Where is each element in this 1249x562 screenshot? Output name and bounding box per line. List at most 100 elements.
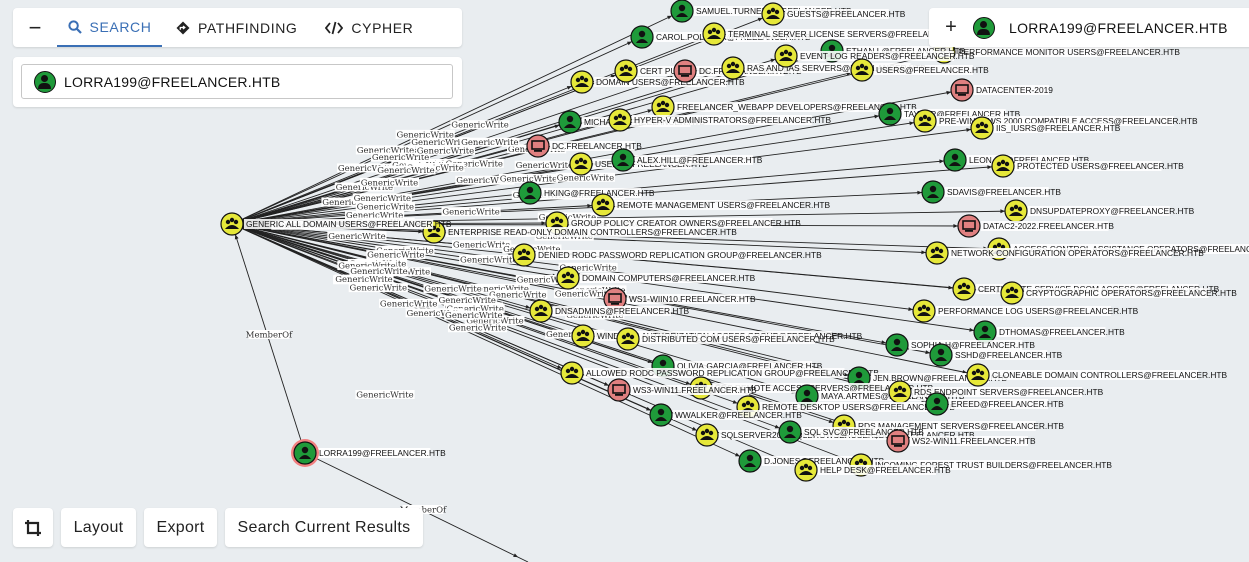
- edge-label-bg: [459, 254, 519, 264]
- graph-node[interactable]: RAS AND IAS SERVERS@FREELANCER.HTB: [721, 56, 926, 80]
- edge-label-text: GenericWrite: [367, 251, 424, 261]
- node-label-bg: [956, 47, 1150, 57]
- graph-node[interactable]: PERFORMANCE LOG USERS@FREELANCER.HTB: [912, 299, 1139, 323]
- edge-label-memberof: MemberOf: [246, 330, 293, 341]
- node-label-bg: [936, 306, 1111, 316]
- graph-node[interactable]: PROTECTED USERS@FREELANCER.HTB: [991, 154, 1184, 178]
- graph-node[interactable]: WS3-WIN11.FREELANCER.HTB: [607, 378, 757, 402]
- edge-arrowhead: [828, 419, 834, 423]
- node-circle: [721, 56, 745, 80]
- node-label-bg: [1015, 161, 1162, 171]
- edge-label-genericwrite: GenericWrite: [327, 231, 387, 242]
- graph-node[interactable]: TERMINAL SERVER LICENSE SERVERS@FREELANC…: [702, 22, 971, 46]
- graph-node[interactable]: SOPHIA.H@FREELANCER.HTB: [885, 333, 1035, 357]
- graph-node[interactable]: WWALKER@FREELANCER.HTB: [649, 403, 802, 427]
- edge-label-genericwrite: GenericWrite: [349, 266, 409, 277]
- graph-node[interactable]: IIS_IUSRS@FREELANCER.HTB: [970, 116, 1121, 140]
- edge-arrowhead: [908, 307, 914, 311]
- node-label-bg: [874, 65, 973, 75]
- edge-label-text: GenericWrite: [417, 146, 474, 156]
- edge-label-bg: [345, 210, 405, 220]
- node-circle: [220, 212, 244, 236]
- graph-node[interactable]: DATACENTER-2019: [950, 78, 1053, 102]
- graph-node[interactable]: ALLOWED RODC PASSWORD REPLICATION GROUP@…: [560, 361, 879, 385]
- edge-label-text: GenericWrite: [354, 194, 411, 204]
- graph-node[interactable]: SDAVIS@FREELANCER.HTB: [921, 180, 1061, 204]
- export-button[interactable]: Export: [144, 508, 217, 547]
- graph-node[interactable]: DNSADMINS@FREELANCER.HTB: [529, 299, 690, 323]
- graph-node[interactable]: NETWORK CONFIGURATION OPERATORS@FREELANC…: [925, 241, 1204, 265]
- edge-arrowhead: [757, 17, 763, 22]
- tab-search[interactable]: SEARCH: [57, 8, 162, 47]
- node-label: DNSADMINS@FREELANCER.HTB: [555, 306, 690, 316]
- node-label: GUESTS@FREELANCER.HTB: [787, 9, 906, 19]
- edge-label-bg: [444, 310, 504, 320]
- edge-arrowhead: [843, 372, 849, 377]
- node-label: RDS MANAGEMENT SERVERS@FREELANCER.HTB: [858, 421, 1064, 431]
- edge-label-bg: [248, 330, 290, 339]
- edge-arrowhead: [566, 86, 572, 90]
- edge-arrowhead: [966, 128, 972, 132]
- search-input-value: LORRA199@FREELANCER.HTB: [64, 73, 281, 90]
- graph-node[interactable]: ALEX.HILL@FREELANCER.HTB: [611, 148, 763, 172]
- minus-icon[interactable]: −: [28, 14, 42, 40]
- graph-node[interactable]: EVENT LOG READERS@FREELANCER.HTB: [774, 44, 975, 68]
- tab-cypher[interactable]: CYPHER: [311, 8, 427, 47]
- graph-node[interactable]: WS2-WIN11.FREELANCER.HTB: [886, 429, 1036, 453]
- graph-node[interactable]: HELP DESK@FREELANCER.HTB: [794, 458, 951, 482]
- graph-node[interactable]: CLONEABLE DOMAIN CONTROLLERS@FREELANCER.…: [966, 363, 1228, 387]
- graph-node[interactable]: DENIED RODC PASSWORD REPLICATION GROUP@F…: [512, 243, 822, 267]
- graph-node[interactable]: DC.FREELANCER.HTB: [526, 134, 642, 158]
- graph-node[interactable]: HYPER-V ADMINISTRATORS@FREELANCER.HTB: [608, 108, 832, 132]
- group-icon: [613, 113, 627, 125]
- node-label: RDS ENDPOINT SERVERS@FREELANCER.HTB: [914, 387, 1104, 397]
- node-layer: SAMUEL.TURNER@FREELANCER.HTBGUESTS@FREEL…: [220, 0, 1249, 482]
- edge-label-text: GenericWrite: [451, 121, 508, 131]
- edge-label-bg: [415, 145, 476, 155]
- graph-node[interactable]: TAYLOR@FREELANCER.HTB: [878, 102, 1021, 126]
- edge-label-text: GenericWrite: [357, 203, 414, 213]
- graph-node[interactable]: REMOTE MANAGEMENT USERS@FREELANCER.HTB: [591, 193, 831, 217]
- graph-node[interactable]: DISTRIBUTED COM USERS@FREELANCER.HTB: [616, 327, 835, 351]
- user-icon: [949, 153, 961, 166]
- graph-node[interactable]: DNSUPDATEPROXY@FREELANCER.HTB: [1004, 199, 1195, 223]
- graph-node[interactable]: DATAC2-2022.FREELANCER.HTB: [957, 214, 1114, 238]
- graph-node[interactable]: SQL SVC@FREELANCER.HTB: [778, 420, 924, 444]
- edge-label-genericwrite: GenericWrite: [415, 145, 476, 156]
- group-icon: [707, 27, 721, 39]
- graph-node[interactable]: EREED@FREELANCER.HTB: [925, 392, 1064, 416]
- search-current-results-button[interactable]: Search Current Results: [225, 508, 423, 547]
- graph-node[interactable]: CRYPTOGRAPHIC OPERATORS@FREELANCER.HTB: [1000, 281, 1237, 305]
- plus-icon[interactable]: +: [945, 16, 957, 38]
- node-circle: [607, 378, 631, 402]
- group-icon: [561, 271, 575, 283]
- node-label-bg: [550, 141, 635, 151]
- search-input[interactable]: LORRA199@FREELANCER.HTB: [21, 64, 453, 99]
- graph-node[interactable]: RDS ENDPOINT SERVERS@FREELANCER.HTB: [888, 380, 1104, 404]
- layout-button[interactable]: Layout: [61, 508, 136, 547]
- edge-label-genericwrite: GenericWrite: [452, 240, 512, 251]
- graph-node[interactable]: HKING@FREELANCER.HTB: [518, 181, 655, 205]
- graph-node[interactable]: GUESTS@FREELANCER.HTB: [761, 2, 906, 26]
- node-circle: [912, 299, 936, 323]
- graph-node-hub[interactable]: GENERIC ALL DOMAIN USERS@FREELANCER.HTB: [220, 212, 452, 236]
- edge-label-genericwrite: GenericWrite: [345, 210, 405, 221]
- graph-node[interactable]: LEON.SK@FREELANCER.HTB: [943, 148, 1090, 172]
- graph-node[interactable]: DOMAIN COMPUTERS@FREELANCER.HTB: [556, 266, 756, 290]
- graph-node[interactable]: D.JONES@FREELANCER.HTB: [738, 449, 885, 473]
- crop-button[interactable]: [13, 508, 53, 547]
- tab-pathfinding[interactable]: PATHFINDING: [162, 8, 311, 47]
- edge-label-text: GenericWrite: [380, 299, 437, 309]
- edge-arrowhead: [946, 90, 952, 95]
- edge-arrowhead: [685, 381, 691, 385]
- node-label-bg: [675, 102, 884, 112]
- edge-label-bg: [558, 262, 618, 272]
- edge-label-bg: [450, 120, 510, 130]
- graph-node-selected[interactable]: LORRA199@FREELANCER.HTB: [291, 439, 446, 467]
- graph-node[interactable]: USERS@FREELANCER.HTB: [850, 58, 989, 82]
- graph-node[interactable]: SSHD@FREELANCER.HTB: [929, 343, 1063, 367]
- graph-node[interactable]: DOMAIN USERS@FREELANCER.HTB: [570, 70, 745, 94]
- graph-node[interactable]: PRE-WINDOWS 2000 COMPATIBLE ACCESS@FREEL…: [913, 109, 1198, 133]
- edge-label-text: MemberOf: [246, 331, 293, 341]
